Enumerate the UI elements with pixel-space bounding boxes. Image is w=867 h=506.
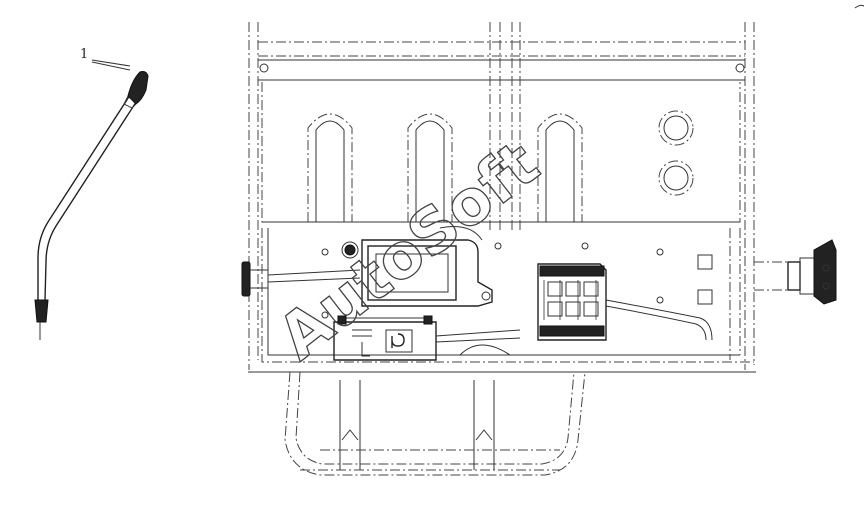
- wiring-connector-icon: [537, 263, 713, 341]
- left-clamp-icon: [241, 261, 361, 297]
- callout-label: 1: [80, 47, 88, 62]
- right-fitting-icon: [754, 239, 837, 305]
- callout-1: 1: [80, 47, 131, 71]
- dipstick-rod-icon: [34, 71, 149, 340]
- electrical-box-icon: [341, 226, 493, 307]
- corner-mark-icon: [854, 4, 865, 9]
- relay-block-icon: [333, 315, 521, 361]
- engine-frame-assembly-icon: [248, 22, 756, 476]
